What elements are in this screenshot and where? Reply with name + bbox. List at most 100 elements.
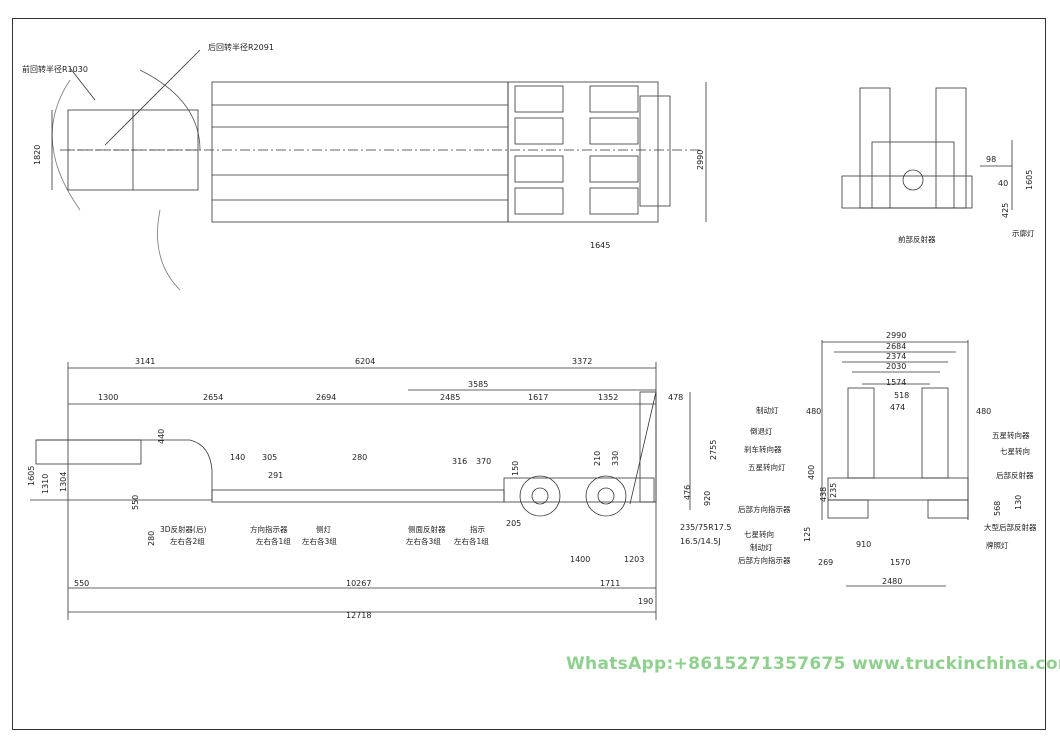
dim-1617: 1617 bbox=[528, 393, 548, 402]
dim-1605-rear: 1605 bbox=[1025, 170, 1034, 190]
dim-1304: 1304 bbox=[59, 472, 68, 492]
axle-group bbox=[507, 81, 659, 223]
rear-dim-568: 568 bbox=[993, 501, 1002, 516]
rear-label-brake: 制动灯 bbox=[756, 405, 779, 415]
callout-turn-indicator-qty: 左右各1组 bbox=[256, 536, 291, 546]
dim-440: 440 bbox=[157, 429, 166, 444]
dim-305: 305 bbox=[262, 453, 277, 462]
tyre-size: 235/75R17.5 bbox=[680, 523, 732, 532]
dim-1352: 1352 bbox=[598, 393, 618, 402]
width-right-dim: 2990 bbox=[696, 150, 705, 170]
rear-label-direction-1: 后部方向指示器 bbox=[738, 504, 791, 514]
overall-length: 12718 bbox=[346, 611, 371, 620]
rear-width-474: 474 bbox=[890, 403, 905, 412]
rear-width-1574: 1574 bbox=[886, 378, 906, 387]
dim-2654: 2654 bbox=[203, 393, 223, 402]
dim-3141: 3141 bbox=[135, 357, 155, 366]
dim-40: 40 bbox=[998, 179, 1008, 188]
rear-bumper bbox=[827, 477, 969, 501]
axle-offset-dim: 1645 bbox=[590, 241, 610, 250]
dim-140: 140 bbox=[230, 453, 245, 462]
dim-3585: 3585 bbox=[468, 380, 488, 389]
rear-dim-400: 400 bbox=[807, 465, 816, 480]
callout-3d-reflector: 3D反射器(后) bbox=[160, 524, 206, 534]
rear-track-2480: 2480 bbox=[882, 577, 902, 586]
rear-width-2030: 2030 bbox=[886, 362, 906, 371]
dim-1300: 1300 bbox=[98, 393, 118, 402]
wheel-2 bbox=[585, 475, 627, 517]
rear-label-direction-2: 后部方向指示器 bbox=[738, 555, 791, 565]
callout-side-lamp: 侧灯 bbox=[316, 524, 331, 534]
rear-label-seven-star-right: 七星转向 bbox=[1000, 446, 1030, 456]
dim-190: 190 bbox=[638, 597, 653, 606]
dim-1605-side: 1605 bbox=[27, 466, 36, 486]
dim-2694: 2694 bbox=[316, 393, 336, 402]
rear-radius-leader bbox=[104, 49, 201, 146]
rear-dim-480-left: 480 bbox=[806, 407, 821, 416]
rear-dim-235: 235 bbox=[829, 483, 838, 498]
rear-label-seven-star: 七星转向 bbox=[744, 529, 774, 539]
rear-dim-480-right: 480 bbox=[976, 407, 991, 416]
callout-indicator: 指示 bbox=[470, 524, 485, 534]
rear-reflector-label: 前部反射器 bbox=[898, 234, 936, 244]
rear-label-brake-low: 制动灯 bbox=[750, 542, 773, 552]
rear-width-2990: 2990 bbox=[886, 331, 906, 340]
low-deck bbox=[211, 489, 505, 503]
dim-1203: 1203 bbox=[624, 555, 644, 564]
rear-dim-910: 910 bbox=[856, 540, 871, 549]
side-view bbox=[30, 362, 691, 620]
front-radius-label: 前回转半径R1030 bbox=[22, 64, 88, 74]
rear-width-2374: 2374 bbox=[886, 352, 906, 361]
rear-dim-269: 269 bbox=[818, 558, 833, 567]
wheel-1 bbox=[519, 475, 561, 517]
dim-3372: 3372 bbox=[572, 357, 592, 366]
dim-1711: 1711 bbox=[600, 579, 620, 588]
rear-label-reflector: 后部反射器 bbox=[996, 470, 1034, 480]
dim-291: 291 bbox=[268, 471, 283, 480]
rear-label-large-reflector: 大型后部反射器 bbox=[984, 522, 1037, 532]
dim-280-side: 280 bbox=[147, 531, 156, 546]
dim-476: 476 bbox=[683, 485, 692, 500]
dim-2755: 2755 bbox=[709, 440, 718, 460]
rear-view-top bbox=[841, 87, 1013, 210]
top-view bbox=[51, 49, 707, 291]
dim-6204: 6204 bbox=[355, 357, 375, 366]
dim-98: 98 bbox=[986, 155, 996, 164]
width-left-dim: 1820 bbox=[33, 145, 42, 165]
dim-2485: 2485 bbox=[440, 393, 460, 402]
rear-dim-130: 130 bbox=[1014, 495, 1023, 510]
callout-side-reflector: 侧面反射器 bbox=[408, 524, 446, 534]
dim-1310: 1310 bbox=[41, 474, 50, 494]
dim-205: 205 bbox=[506, 519, 521, 528]
dim-425: 425 bbox=[1001, 203, 1010, 218]
dim-330: 330 bbox=[611, 451, 620, 466]
rear-dim-438: 438 bbox=[819, 487, 828, 502]
rear-label-plate-lamp: 牌照灯 bbox=[986, 540, 1009, 550]
dim-550-bottom: 550 bbox=[74, 579, 89, 588]
rear-label-brake-turn: 刹车转向器 bbox=[744, 444, 782, 454]
dim-478: 478 bbox=[668, 393, 683, 402]
dim-10267: 10267 bbox=[346, 579, 371, 588]
main-platform bbox=[211, 81, 509, 223]
dim-280b: 280 bbox=[352, 453, 367, 462]
dim-370: 370 bbox=[476, 457, 491, 466]
callout-side-lamp-qty: 左右各3组 bbox=[302, 536, 337, 546]
dim-150: 150 bbox=[511, 461, 520, 476]
rear-dim-1570: 1570 bbox=[890, 558, 910, 567]
dim-316: 316 bbox=[452, 457, 467, 466]
rear-label-reverse: 倒退灯 bbox=[750, 426, 773, 436]
dim-210: 210 bbox=[593, 451, 602, 466]
callout-indicator-qty: 左右各1组 bbox=[454, 536, 489, 546]
rear-width-2684: 2684 bbox=[886, 342, 906, 351]
callout-turn-indicator: 方向指示器 bbox=[250, 524, 288, 534]
drawing-frame bbox=[12, 18, 1046, 730]
rear-label-five-star: 五星转向灯 bbox=[748, 462, 786, 472]
dim-1400: 1400 bbox=[570, 555, 590, 564]
front-radius-leader bbox=[69, 67, 96, 101]
watermark: WhatsApp:+8615271357675 www.truckinchina… bbox=[566, 654, 1060, 674]
dim-550-side: 550 bbox=[131, 495, 140, 510]
callout-3d-reflector-qty: 左右各2组 bbox=[170, 536, 205, 546]
rear-dim-125: 125 bbox=[803, 527, 812, 542]
